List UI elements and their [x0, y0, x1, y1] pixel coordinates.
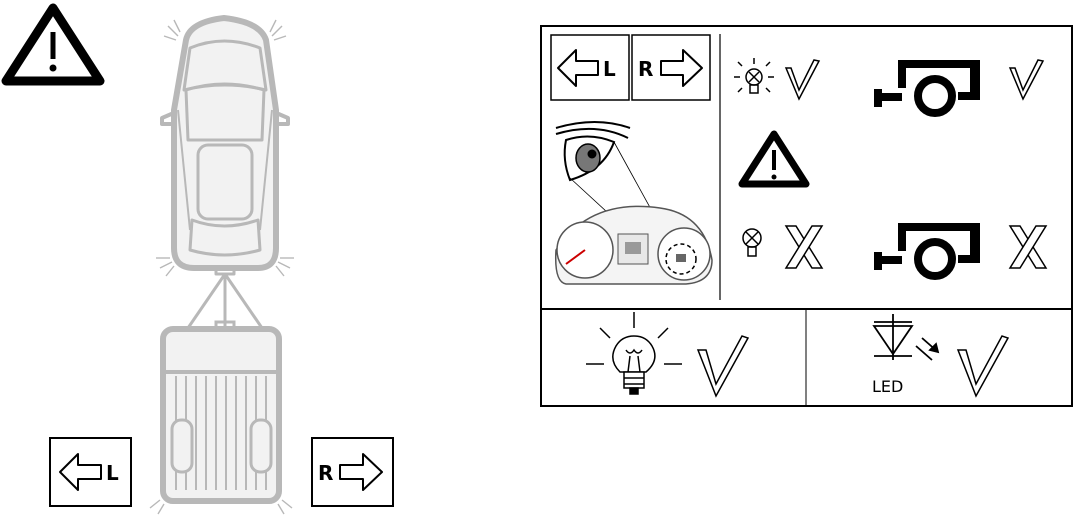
panel-left-indicator-box: L	[551, 35, 629, 100]
left-indicator-box: L	[50, 438, 131, 506]
towing-illustration: L R	[0, 0, 520, 518]
tow-bar	[188, 274, 262, 328]
right-indicator-box: R	[312, 438, 393, 506]
right-label: R	[318, 461, 333, 485]
left-label: L	[106, 461, 119, 485]
panel-right-label: R	[638, 57, 653, 81]
car-top-view-icon	[162, 18, 288, 274]
trailer-top-view-icon	[163, 322, 279, 501]
panel-left-label: L	[603, 57, 616, 81]
warning-icon	[6, 8, 100, 81]
indicator-check-panel: L R	[530, 15, 1075, 410]
panel-right-indicator-box: R	[632, 35, 710, 100]
led-label: LED	[872, 377, 903, 396]
